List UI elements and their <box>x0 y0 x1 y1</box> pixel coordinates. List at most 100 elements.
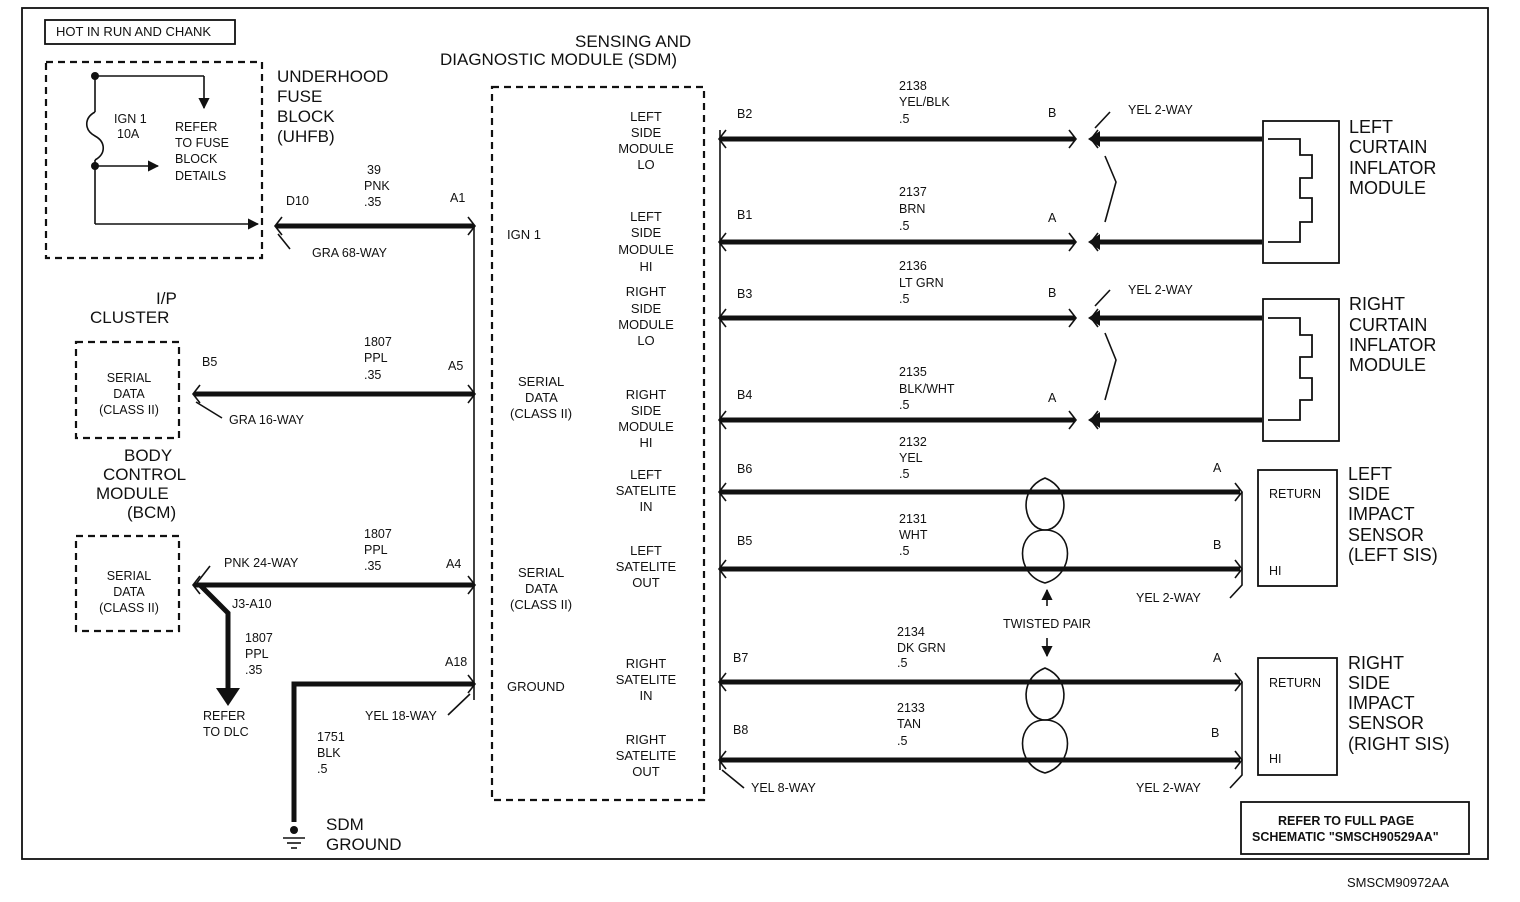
inflator-feed-arrows <box>1088 131 1100 428</box>
fuse-label: IGN 1 <box>114 112 147 126</box>
sdm-pin-label: IGN 1 <box>507 227 541 242</box>
wire-gauge: .5 <box>899 292 909 306</box>
wire-color: PNK <box>364 179 390 193</box>
component-label: RIGHT <box>1348 653 1404 673</box>
pin-label: B2 <box>737 107 752 121</box>
circuit-number: 1807 <box>245 631 273 645</box>
connector-label: PNK 24-WAY <box>224 556 299 570</box>
circuit-ground: A18 YEL 18-WAY 1751 BLK .5 SDM GROUND <box>283 655 477 854</box>
wire-color: TAN <box>897 717 921 731</box>
circuit-number: 2132 <box>899 435 927 449</box>
pin-label: D10 <box>286 194 309 208</box>
sdm-outline <box>490 85 706 802</box>
header-note: HOT IN RUN AND CHANK <box>56 24 211 39</box>
wire-color: BLK <box>317 746 341 760</box>
bcm-title: BODY <box>124 446 172 465</box>
component-body <box>1257 657 1338 776</box>
circuit-number: 1751 <box>317 730 345 744</box>
sdm-ground-label: SDM <box>326 815 364 834</box>
circuit-number: 2137 <box>899 185 927 199</box>
component-label: IMPACT <box>1348 504 1415 524</box>
bcm-title: CONTROL <box>103 465 186 484</box>
component-label: INFLATOR <box>1349 158 1436 178</box>
fuse-block-title: UNDERHOOD <box>277 67 388 86</box>
refer-arrow-head <box>216 688 240 706</box>
circuit-b5: B5 2131 WHT .5 B <box>720 512 1240 572</box>
wire-gauge: .5 <box>317 762 327 776</box>
wire-color: WHT <box>899 528 928 542</box>
sdm-pin-label: RIGHT <box>626 732 667 747</box>
left-curtain-inflator-module: LEFT CURTAIN INFLATOR MODULE <box>1262 117 1436 264</box>
wire-gauge: .5 <box>899 544 909 558</box>
sdm-pin-label: LO <box>637 157 654 172</box>
body-control-module: BODY CONTROL MODULE (BCM) SERIAL DATA (C… <box>74 446 186 633</box>
component-label: MODULE <box>1349 355 1426 375</box>
sdm-pin-label: (CLASS II) <box>510 597 572 612</box>
end-pin: A <box>1048 391 1057 405</box>
refer-note-line-1: REFER TO FULL PAGE <box>1278 814 1414 828</box>
wire-color: YEL/BLK <box>899 95 950 109</box>
wire-gauge: .35 <box>364 368 381 382</box>
connector-chevron <box>191 384 201 404</box>
sdm-pin-label: DATA <box>525 390 558 405</box>
diagram-frame <box>21 7 1489 860</box>
wire-color: PPL <box>364 543 388 557</box>
bcm-outline <box>74 534 181 633</box>
sdm-pin-label: OUT <box>632 575 660 590</box>
underhood-fuse-block: UNDERHOOD FUSE BLOCK (UHFB) IGN 1 10A RE… <box>44 60 388 260</box>
twisted-pair-icon: TWISTED PAIR <box>1003 477 1091 774</box>
wire-color: BRN <box>899 202 925 216</box>
pin-label: B6 <box>737 462 752 476</box>
component-body <box>1257 469 1338 587</box>
connector-chevron <box>273 216 283 236</box>
sdm-pin-label: LEFT <box>630 543 662 558</box>
sdm-pin-label: GROUND <box>507 679 565 694</box>
connector-chevron <box>191 575 201 595</box>
wire-color: PPL <box>364 351 388 365</box>
component-label: IMPACT <box>1348 693 1415 713</box>
pin-label: B8 <box>733 723 748 737</box>
circuit-number: 2138 <box>899 79 927 93</box>
sdm-pin-label: IN <box>640 688 653 703</box>
circuit-b2: B2 2138 YEL/BLK .5 B <box>720 79 1262 142</box>
sdm-pin-label: SIDE <box>631 403 662 418</box>
sdm-pin-label: LO <box>637 333 654 348</box>
curtain-connectors: YEL 2-WAY YEL 2-WAY <box>1068 103 1193 430</box>
sdm-pin-label: DATA <box>525 581 558 596</box>
wire-gauge: .5 <box>899 467 909 481</box>
sdm-pin-label: LEFT <box>630 109 662 124</box>
circuit-number: 2131 <box>899 512 927 526</box>
footer-code: SMSCM90972AA <box>1347 875 1449 890</box>
connector-chevron <box>467 384 477 404</box>
connector-callout <box>277 233 291 250</box>
fuse-block-outline <box>44 60 264 260</box>
component-label: SENSOR <box>1348 525 1424 545</box>
ip-cluster-outline <box>74 340 181 440</box>
connector-chevron <box>467 216 477 236</box>
circuit-ipc: B5 A5 1807 PPL .35 GRA 16-WAY <box>191 335 477 427</box>
wire-gauge: .35 <box>245 663 262 677</box>
inflator-icon <box>1268 317 1313 421</box>
component-label: SENSOR <box>1348 713 1424 733</box>
header-note-box <box>44 19 236 45</box>
wire-branch <box>198 583 231 690</box>
refer-dlc: TO DLC <box>203 725 249 739</box>
circuit-b7: B7 2134 DK GRN .5 A <box>720 625 1240 685</box>
twisted-pair-label: TWISTED PAIR <box>1003 617 1091 631</box>
circuit-b1: B1 2137 BRN .5 A <box>720 185 1262 245</box>
component-label: (RIGHT SIS) <box>1348 734 1450 754</box>
ip-cluster-port: (CLASS II) <box>99 403 159 417</box>
refer-dlc: REFER <box>203 709 245 723</box>
fuse-block-title: BLOCK <box>277 107 335 126</box>
right-side-impact-sensor: RETURN HI RIGHT SIDE IMPACT SENSOR (RIGH… <box>1257 653 1450 776</box>
bcm-title: MODULE <box>96 484 169 503</box>
sdm-pin-label: SIDE <box>631 301 662 316</box>
sdm-pin-label: SIDE <box>631 225 662 240</box>
sdm-pin-label: HI <box>640 259 653 274</box>
wire-color: YEL <box>899 451 923 465</box>
pin-label: B3 <box>737 287 752 301</box>
ip-cluster-title: CLUSTER <box>90 308 169 327</box>
bcm-port: DATA <box>113 585 145 599</box>
sdm-pin-label: SATELITE <box>616 748 677 763</box>
sdm-title-line-2: DIAGNOSTIC MODULE (SDM) <box>440 50 677 69</box>
